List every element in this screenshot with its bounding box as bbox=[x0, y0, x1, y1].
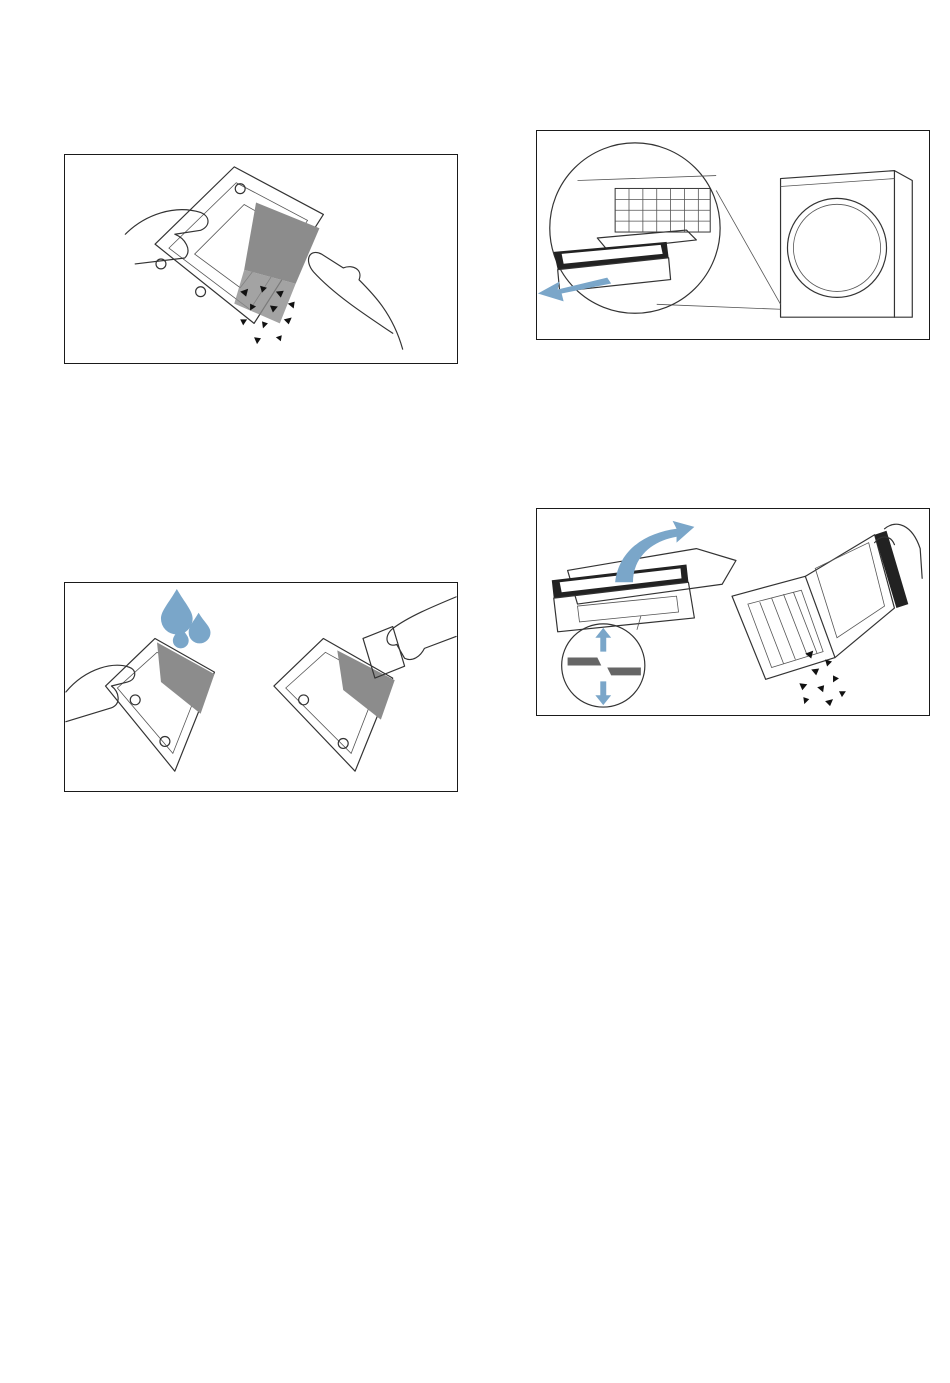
pull-arrow-icon bbox=[538, 278, 611, 302]
filter-opened bbox=[732, 524, 922, 679]
filter-drawer bbox=[552, 549, 736, 632]
figure-open-filter-empty bbox=[536, 508, 930, 716]
rinse-dry-illustration bbox=[65, 583, 457, 791]
filter-left bbox=[66, 638, 215, 771]
lint-removal-illustration bbox=[65, 155, 457, 363]
arrow-down-icon bbox=[595, 681, 611, 705]
right-hand bbox=[308, 252, 402, 349]
figure-remove-lint-by-hand bbox=[64, 154, 458, 364]
figure-rinse-and-dry bbox=[64, 582, 458, 792]
lint-particles bbox=[799, 651, 846, 706]
figure-remove-filter-drawer bbox=[536, 130, 930, 340]
open-filter-illustration bbox=[537, 509, 929, 715]
left-hand bbox=[125, 210, 208, 264]
water-drop-icon bbox=[161, 589, 211, 648]
dryer-icon bbox=[781, 171, 913, 318]
dryer-drawer-illustration bbox=[537, 131, 929, 339]
filter-right bbox=[274, 597, 456, 771]
arrow-up-icon bbox=[595, 628, 611, 652]
filter-frame bbox=[155, 167, 323, 323]
